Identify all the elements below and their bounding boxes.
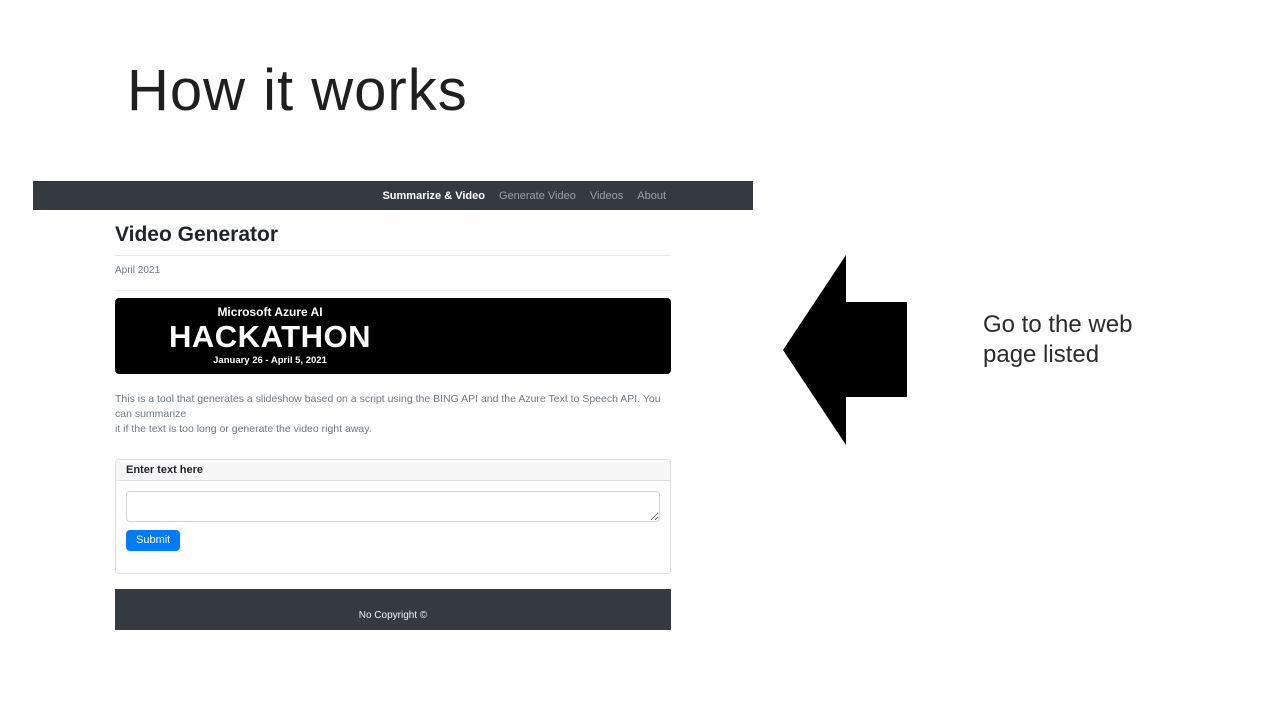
page-date: April 2021 bbox=[115, 264, 671, 291]
card-body: Submit bbox=[116, 481, 670, 573]
page-description-line2: it if the text is too long or generate t… bbox=[115, 423, 372, 435]
card-header: Enter text here bbox=[116, 460, 670, 481]
left-arrow-icon bbox=[783, 255, 907, 445]
caption: Go to the web page listed bbox=[983, 310, 1132, 370]
page-footer: No Copyright © bbox=[115, 589, 671, 630]
submit-button[interactable]: Submit bbox=[126, 530, 181, 551]
text-entry-card: Enter text here Submit bbox=[115, 459, 671, 574]
caption-line1: Go to the web bbox=[983, 311, 1133, 338]
hackathon-logo: Microsoft Azure AI HACKATHON January 26 … bbox=[115, 304, 425, 367]
page-description: This is a tool that generates a slidesho… bbox=[115, 392, 671, 437]
footer-copyright: No Copyright © bbox=[358, 609, 428, 621]
text-input[interactable] bbox=[126, 491, 660, 522]
banner-subtitle: Microsoft Azure AI bbox=[217, 305, 323, 319]
nav-link-videos[interactable]: Videos bbox=[589, 190, 624, 202]
page-description-line1: This is a tool that generates a slidesho… bbox=[115, 393, 661, 420]
page-container: Video Generator April 2021 Microsoft Azu… bbox=[115, 221, 671, 574]
slide-title: How it works bbox=[127, 58, 468, 123]
banner-dates: January 26 - April 5, 2021 bbox=[213, 355, 327, 366]
banner-title: HACKATHON bbox=[169, 319, 371, 354]
nav-link-generate-video[interactable]: Generate Video bbox=[498, 190, 576, 202]
navbar-brand[interactable]: Summarize & Video bbox=[382, 190, 485, 202]
nav-link-about[interactable]: About bbox=[637, 190, 666, 202]
webpage-screenshot: Summarize & Video Generate Video Videos … bbox=[33, 181, 753, 630]
left-arrow-shape bbox=[783, 255, 907, 445]
caption-line2: page listed bbox=[983, 341, 1100, 368]
page-title: Video Generator bbox=[115, 221, 671, 256]
navbar: Summarize & Video Generate Video Videos … bbox=[33, 181, 753, 210]
navbar-inner: Summarize & Video Generate Video Videos … bbox=[113, 190, 673, 202]
hackathon-banner: Microsoft Azure AI HACKATHON January 26 … bbox=[115, 298, 671, 374]
